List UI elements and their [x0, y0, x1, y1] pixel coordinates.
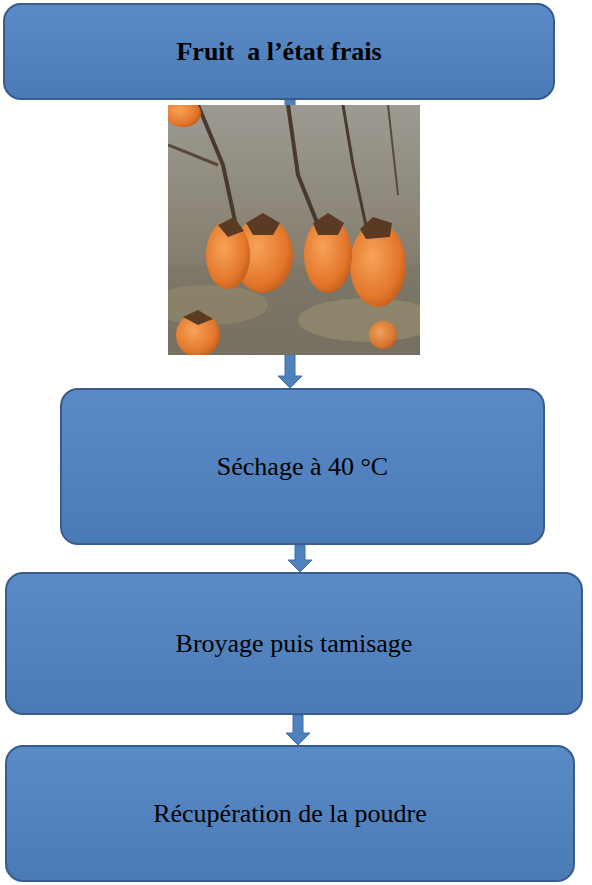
box-label: Séchage à 40 °C [217, 451, 388, 482]
process-box: Fruit a l’état frais [3, 3, 555, 100]
process-box: Séchage à 40 °C [60, 388, 545, 545]
box-label: Broyage puis tamisage [176, 628, 413, 659]
process-box: Récupération de la poudre [5, 745, 575, 882]
box-label: Récupération de la poudre [153, 798, 427, 829]
box-label: Fruit a l’état frais [176, 36, 381, 67]
flow-arrow [288, 545, 312, 572]
persimmon-photo [168, 105, 420, 355]
process-box: Broyage puis tamisage [5, 572, 583, 715]
flow-arrow [286, 715, 310, 745]
